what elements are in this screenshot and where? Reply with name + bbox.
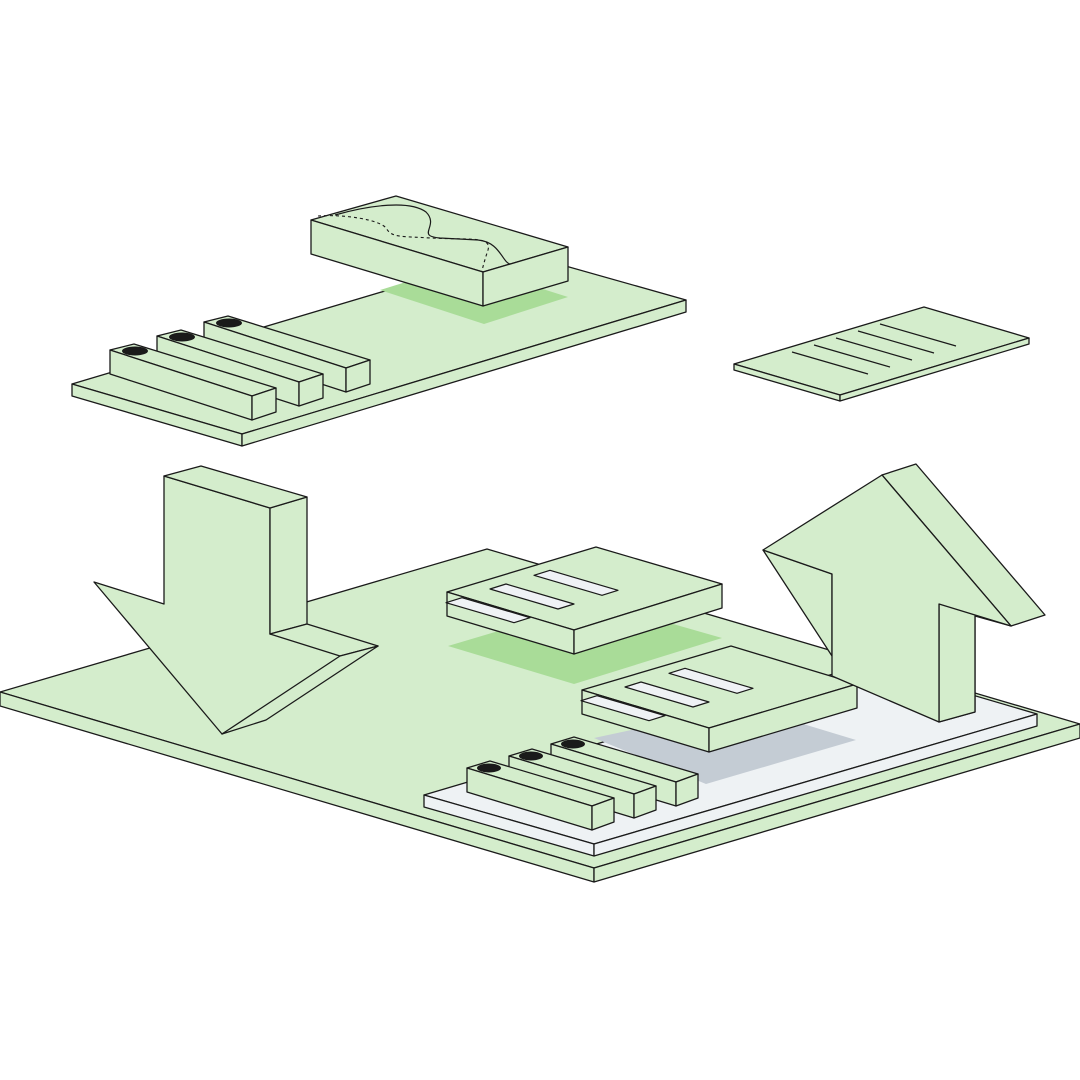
floating-chip <box>310 195 569 307</box>
text-line <box>813 344 891 368</box>
document-text-lines <box>791 323 957 375</box>
vent-slot <box>668 667 754 694</box>
upload-arrow <box>762 463 1046 723</box>
text-line <box>835 337 913 361</box>
vent-slots <box>580 667 754 722</box>
connector-bar <box>466 760 615 831</box>
vent-slots <box>445 569 619 624</box>
lower-connector-bars <box>466 736 699 831</box>
text-line <box>791 351 869 375</box>
text-line <box>857 330 935 354</box>
vent-slot <box>624 681 710 708</box>
text-line <box>879 323 957 347</box>
upper-board-module <box>71 195 687 447</box>
pin-hole <box>122 346 148 356</box>
pin-hole <box>561 739 585 749</box>
vent-block <box>445 546 723 655</box>
vent-slot <box>580 695 666 722</box>
connector-bar <box>109 343 277 421</box>
vent-block <box>580 645 858 753</box>
document-card <box>733 306 1030 402</box>
pin-hole <box>477 763 501 773</box>
download-arrow <box>93 465 379 735</box>
pin-hole <box>519 751 543 761</box>
vent-slot <box>445 597 531 624</box>
pin-hole <box>169 332 195 342</box>
circuit-trace <box>334 204 511 265</box>
vent-slot <box>533 569 619 596</box>
upper-connector-bars <box>109 315 371 421</box>
pin-hole <box>216 318 242 328</box>
vent-slot <box>489 583 575 610</box>
